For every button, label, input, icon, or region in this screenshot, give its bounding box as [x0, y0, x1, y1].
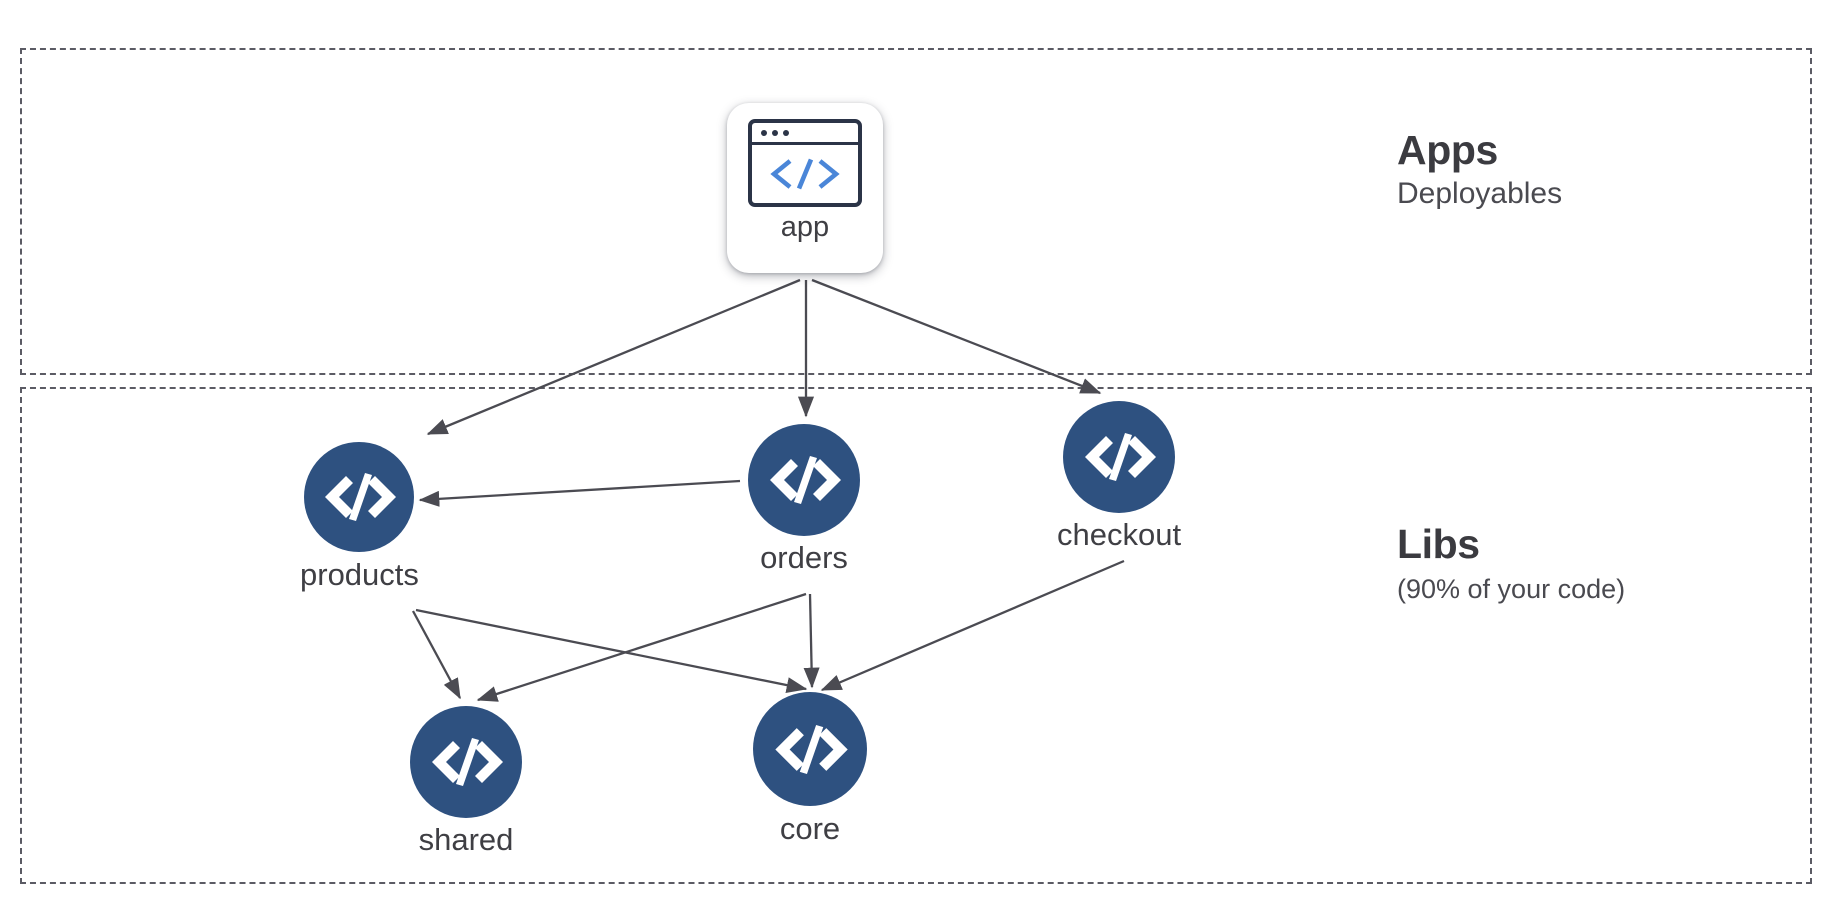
node-core-label: core	[779, 811, 841, 846]
zone-apps-subtitle: Deployables	[1397, 177, 1563, 211]
code-brackets-icon	[304, 442, 415, 552]
code-brackets-icon	[410, 706, 522, 818]
window-dot-2	[772, 129, 778, 136]
window-dot-3	[783, 129, 789, 136]
code-brackets-glyph	[770, 456, 841, 504]
code-brackets-icon	[753, 692, 867, 806]
code-brackets-glyph	[775, 724, 848, 774]
code-brackets-glyph	[770, 158, 840, 190]
node-app-label: app	[780, 211, 830, 243]
zone-libs-caption: Libs (90% of your code)	[1397, 522, 1625, 604]
zone-libs-subtitle: (90% of your code)	[1397, 574, 1626, 605]
window-dot-1	[761, 129, 767, 136]
zone-libs	[20, 387, 1812, 884]
node-orders-label: orders	[760, 540, 848, 575]
window-titlebar	[752, 123, 858, 145]
node-core[interactable]: core	[753, 692, 867, 844]
window-content	[752, 145, 858, 203]
zone-apps	[20, 48, 1812, 375]
zone-apps-caption: Apps Deployables	[1397, 128, 1562, 211]
node-shared[interactable]: shared	[410, 706, 522, 855]
code-brackets-icon	[748, 424, 860, 536]
zone-libs-title: Libs	[1397, 521, 1480, 567]
code-brackets-icon	[1063, 401, 1176, 513]
node-products[interactable]: products	[300, 442, 419, 590]
code-brackets-glyph	[325, 473, 397, 521]
code-window-icon	[748, 119, 862, 207]
node-checkout-label: checkout	[1057, 517, 1182, 552]
node-orders[interactable]: orders	[748, 424, 860, 573]
node-app[interactable]: app	[727, 103, 883, 273]
node-products-label: products	[300, 557, 419, 592]
zone-apps-title: Apps	[1397, 127, 1498, 173]
code-brackets-glyph	[1085, 433, 1157, 481]
node-shared-label: shared	[418, 822, 514, 857]
code-brackets-glyph	[432, 738, 503, 786]
node-checkout[interactable]: checkout	[1057, 401, 1181, 550]
